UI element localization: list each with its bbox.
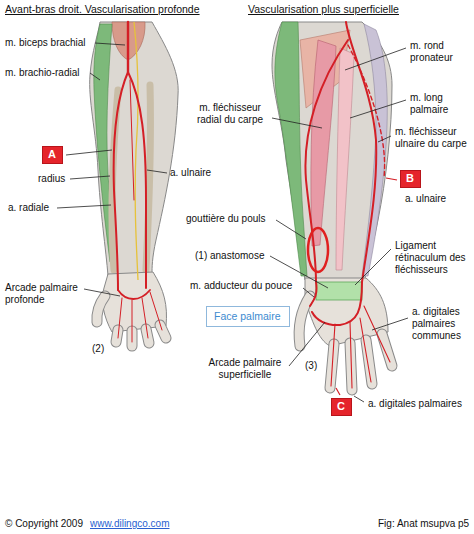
letter-tag: B [400, 170, 421, 188]
radial-artery [305, 40, 348, 306]
muscle-label: m. fléchisseur ulnaire du carpe [395, 126, 471, 150]
palmaris-muscle [336, 48, 354, 270]
artery-label: Arcade palmaire profonde [5, 282, 85, 306]
finger-outline [382, 334, 392, 366]
leader-line [345, 48, 406, 70]
ulnar-artery [312, 22, 376, 325]
letter-mark: C [337, 400, 345, 413]
finger [299, 296, 310, 346]
letter-tag: A [42, 146, 63, 164]
artery-label: a. ulnaire [405, 193, 446, 205]
ligament-label: Ligament rétinaculum des fléchisseurs [395, 240, 471, 276]
view-label: Face palmaire [214, 310, 281, 323]
muscle-label: m. brachio-radial [5, 67, 79, 79]
artery-label: a. digitales palmaires communes [412, 306, 472, 342]
finger-outline [299, 296, 310, 346]
leader-line [84, 289, 120, 296]
figure-ref: Fig: Anat msupva p5 [378, 518, 469, 530]
letter-mark: B [406, 172, 414, 185]
finger [97, 296, 105, 322]
leader-line [354, 396, 364, 402]
heading: Vascularisation plus superficielle [248, 3, 399, 16]
leader-line [70, 176, 110, 179]
copyright: © Copyright 2009 [5, 518, 83, 530]
left-forearm [90, 22, 178, 346]
muscle-label: m. adducteur du pouce [190, 280, 292, 292]
leader-line [289, 322, 325, 366]
leader-line [95, 43, 125, 45]
forearm-outline [272, 22, 392, 280]
digital-artery [331, 324, 335, 386]
fingers [97, 296, 166, 346]
leader-line [90, 73, 100, 80]
leader-line [355, 249, 391, 285]
leader-line [372, 318, 408, 330]
red-leaders [336, 178, 397, 395]
digital-artery [142, 298, 148, 338]
nerve [134, 22, 138, 280]
callout-number: (2) [92, 343, 104, 355]
forearm-outline [90, 22, 178, 276]
leader-line [272, 118, 322, 128]
finger [366, 340, 372, 384]
artery-label: a. radiale [8, 202, 49, 214]
leader-line [303, 288, 314, 297]
pulse-ring [308, 228, 328, 272]
artery-label: Arcade palmaire superficielle [205, 357, 285, 381]
interosseous-artery [130, 80, 134, 200]
deep-palmar-arch [118, 290, 150, 299]
leader-line [57, 205, 111, 208]
finger [382, 334, 392, 366]
bone-label: radius [38, 173, 65, 185]
leader-line [386, 178, 397, 180]
finger-outline [366, 340, 372, 384]
hidden-artery [348, 45, 385, 178]
muscle-label: m. rond pronateur [410, 40, 472, 64]
letter-tag: C [331, 398, 352, 416]
view-tag: Face palmaire [206, 306, 290, 327]
arteries [305, 22, 390, 388]
leader-lines [57, 43, 408, 402]
leader-line [350, 100, 406, 118]
digital-artery [132, 300, 133, 342]
leader-line [147, 170, 167, 173]
leader-line [66, 150, 112, 155]
radial-artery [114, 72, 128, 290]
leader-line [276, 220, 306, 239]
muscle-label: m. fléchisseur radial du carpe [190, 102, 270, 126]
brachioradial-muscle [275, 22, 307, 276]
leader-line [378, 136, 391, 142]
fingers [299, 296, 392, 390]
finger-outline [97, 296, 105, 322]
digital-artery [364, 306, 390, 362]
artery-label: a. digitales palmaires [368, 398, 462, 410]
muscle-label: m. biceps brachial [5, 37, 86, 49]
artery-label: (1) anastomose [195, 250, 264, 262]
digital-artery [350, 322, 352, 388]
artery-label: a. ulnaire [170, 167, 211, 179]
arteries [114, 22, 162, 342]
letter-mark: A [48, 148, 56, 161]
region-label: gouttière du pouls [186, 213, 266, 225]
muscle-label: m. long palmaire [410, 92, 470, 116]
brachial-artery [127, 22, 129, 72]
right-forearm [272, 22, 392, 390]
digital-artery [118, 298, 122, 338]
ulnar-artery [128, 72, 146, 288]
digital-artery [150, 292, 162, 330]
leader-line [336, 388, 340, 395]
heading: Avant-bras droit. Vascularisation profon… [5, 3, 200, 16]
web-address: www.dilingco.com [90, 518, 169, 530]
radial-flexor-muscle [311, 40, 336, 246]
callout-number: (3) [305, 360, 317, 372]
digital-artery [360, 318, 371, 382]
